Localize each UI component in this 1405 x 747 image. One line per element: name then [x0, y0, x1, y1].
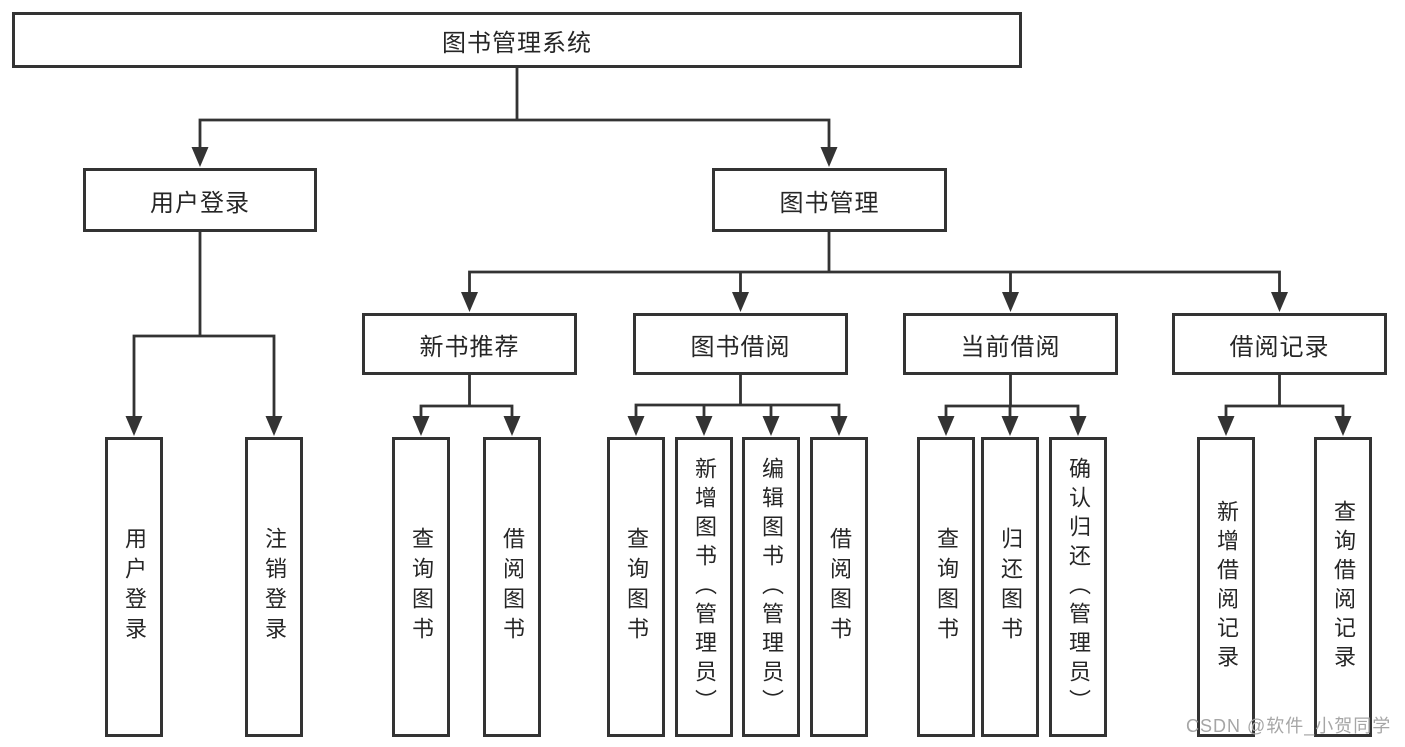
arrowhead-icon [412, 416, 430, 436]
node-borrow-records: 借阅记录 [1172, 313, 1387, 375]
node-current-borrowing: 当前借阅 [903, 313, 1118, 375]
arrowhead-icon [1334, 416, 1352, 436]
arrowhead-icon [1217, 416, 1235, 436]
arrowhead-icon [461, 292, 478, 312]
leaf-edit-books-admin: 编辑图书（管理员） [742, 437, 800, 737]
leaf-query-books-recommend: 查询图书 [392, 437, 450, 737]
leaf-borrow-books-recommend: 借阅图书 [483, 437, 541, 737]
arrowhead-icon [830, 416, 848, 436]
leaf-add-books-admin: 新增图书（管理员） [675, 437, 733, 737]
arrowhead-icon [820, 147, 838, 167]
watermark: CSDN @软件_小贺同学 [1186, 716, 1392, 736]
node-book-borrowing: 图书借阅 [633, 313, 848, 375]
arrowhead-icon [1002, 292, 1019, 312]
leaf-query-books-borrowing: 查询图书 [607, 437, 665, 737]
leaf-borrow-books-borrowing: 借阅图书 [810, 437, 868, 737]
arrowhead-icon [1271, 292, 1288, 312]
arrowhead-icon [191, 147, 209, 167]
leaf-return-books: 归还图书 [981, 437, 1039, 737]
arrowhead-icon [732, 292, 749, 312]
arrowhead-icon [627, 416, 645, 436]
node-user-login: 用户登录 [83, 168, 317, 232]
arrowhead-icon [695, 416, 713, 436]
arrowhead-icon [762, 416, 780, 436]
node-new-book-recommend: 新书推荐 [362, 313, 577, 375]
leaf-query-books-current: 查询图书 [917, 437, 975, 737]
leaf-add-borrow-record: 新增借阅记录 [1197, 437, 1255, 737]
node-library-management-system: 图书管理系统 [12, 12, 1022, 68]
leaf-logout-login: 注销登录 [245, 437, 303, 737]
node-book-management: 图书管理 [712, 168, 947, 232]
leaf-user-login: 用户登录 [105, 437, 163, 737]
leaf-query-borrow-record: 查询借阅记录 [1314, 437, 1372, 737]
arrowhead-icon [1001, 416, 1019, 436]
arrowhead-icon [265, 416, 283, 436]
leaf-confirm-return-admin: 确认归还（管理员） [1049, 437, 1107, 737]
arrowhead-icon [937, 416, 955, 436]
arrowhead-icon [1069, 416, 1087, 436]
arrowhead-icon [503, 416, 521, 436]
arrowhead-icon [125, 416, 143, 436]
